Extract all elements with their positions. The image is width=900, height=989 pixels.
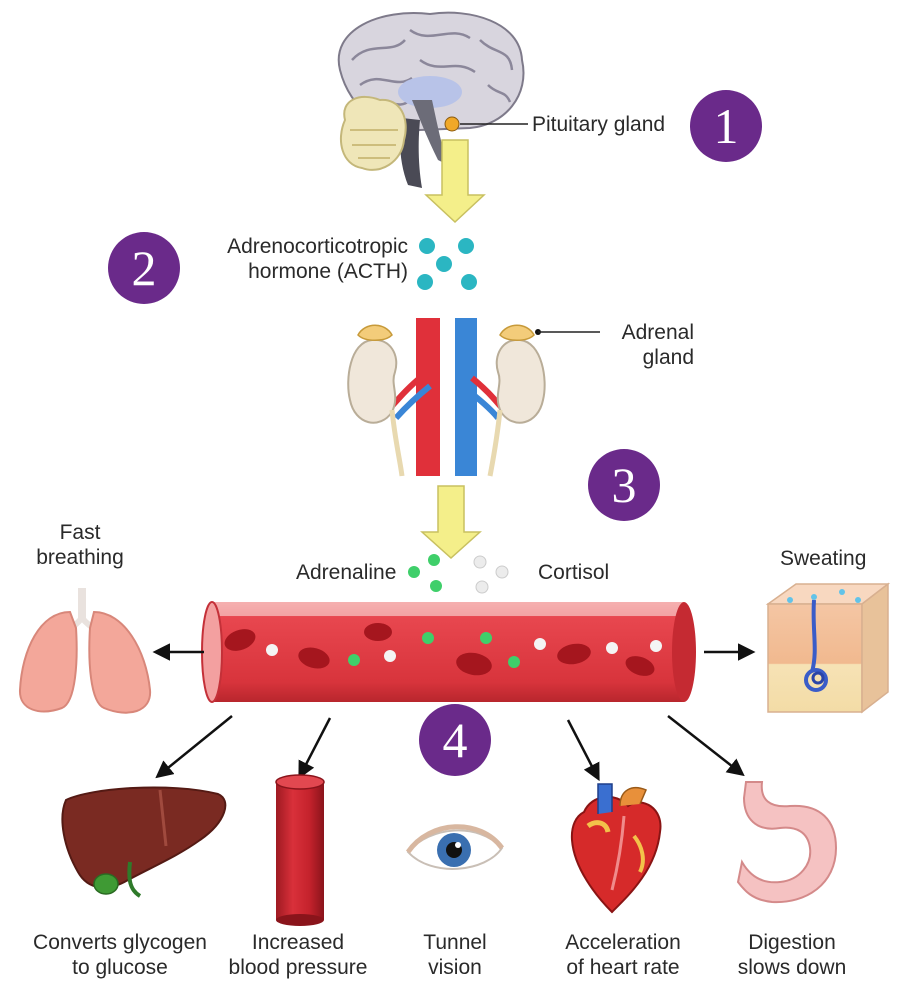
effect-vision-line-1: Tunnel [423, 931, 487, 954]
effect-vision-line-2: vision [428, 956, 482, 979]
step-badge-1 [690, 90, 762, 162]
fast-breathing-label: Fast breathing [20, 520, 140, 570]
arrow-to-heart [566, 719, 600, 782]
heart-icon [570, 783, 662, 914]
cortisol-label: Cortisol [538, 561, 610, 584]
arrow-to-liver [155, 715, 233, 779]
sweating-label: Sweating [780, 547, 867, 570]
adrenal-kidney-icon [347, 318, 546, 477]
liver-icon [61, 786, 227, 898]
acth-molecules [417, 238, 477, 290]
fast-breathing-line-1: Fast [59, 521, 101, 544]
step-badges [108, 90, 762, 776]
acth-label-line-2: hormone (ACTH) [248, 260, 408, 283]
hormone-molecules [408, 554, 509, 594]
adrenal-label-line-1: Adrenal [621, 321, 694, 344]
effect-digestion-line-1: Digestion [748, 931, 836, 954]
blood-vessel-icon [201, 601, 696, 703]
step-number-3: 3 [611, 457, 637, 513]
step-number-2: 2 [131, 240, 157, 296]
down-arrow-1 [424, 139, 486, 224]
step-number-4: 4 [442, 712, 468, 768]
eye-icon [405, 824, 505, 870]
effect-glycogen-line-1: Converts glycogen [33, 931, 207, 954]
adrenal-label-line-2: gland [642, 346, 694, 369]
artery-tube-icon [275, 774, 325, 926]
effect-label-tunnel-vision: Tunnel vision [400, 930, 510, 980]
brain-icon [337, 11, 525, 188]
adrenal-label: Adrenal gland [604, 320, 694, 370]
effect-label-blood-pressure: Increased blood pressure [218, 930, 378, 980]
effect-label-glycogen: Converts glycogen to glucose [30, 930, 210, 980]
effect-heart-line-2: of heart rate [566, 956, 680, 979]
down-arrow-2 [420, 485, 482, 560]
effect-label-heart-rate: Acceleration of heart rate [548, 930, 698, 980]
step-badge-4 [419, 704, 491, 776]
acth-label-line-1: Adrenocorticotropic [227, 235, 408, 258]
effect-label-digestion: Digestion slows down [722, 930, 862, 980]
step-badge-2 [108, 232, 180, 304]
acth-label: Adrenocorticotropic hormone (ACTH) [212, 234, 408, 284]
arrow-to-stomach [667, 715, 745, 777]
effect-heart-line-1: Acceleration [565, 931, 681, 954]
effect-glycogen-line-2: to glucose [72, 956, 168, 979]
fast-breathing-line-2: breathing [36, 546, 124, 569]
effect-bp-line-1: Increased [251, 931, 345, 954]
adrenaline-label: Adrenaline [296, 561, 397, 584]
step-number-1: 1 [713, 98, 739, 154]
step-badge-3 [588, 449, 660, 521]
lungs-icon [18, 588, 152, 714]
effect-digestion-line-2: slows down [737, 956, 847, 979]
stomach-icon [736, 781, 838, 904]
arrow-to-tube [298, 717, 332, 780]
skin-icon [765, 582, 891, 714]
effect-bp-line-2: blood pressure [228, 956, 368, 979]
pituitary-label: Pituitary gland [532, 113, 666, 136]
